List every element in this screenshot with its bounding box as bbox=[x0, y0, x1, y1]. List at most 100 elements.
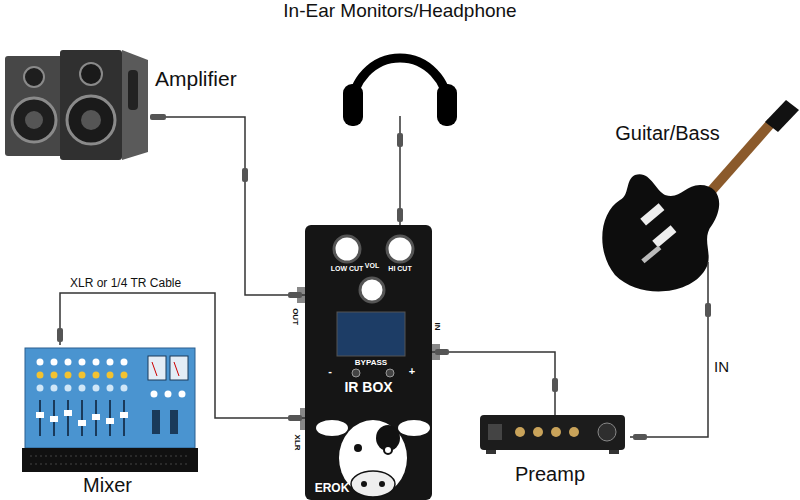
cow-eye bbox=[354, 444, 362, 452]
button bbox=[352, 369, 360, 377]
cow-nostril bbox=[379, 481, 385, 487]
preamp-body bbox=[480, 415, 625, 450]
tweeter bbox=[80, 63, 102, 85]
panel-label: LOW CUT bbox=[325, 265, 369, 273]
panel-label: BYPASS bbox=[346, 358, 396, 367]
woofer bbox=[12, 98, 56, 142]
cable-plug bbox=[705, 303, 711, 317]
cable-wire bbox=[399, 116, 401, 130]
cable-plug bbox=[288, 415, 302, 421]
level-meter bbox=[170, 356, 188, 380]
mixer-body bbox=[25, 348, 195, 448]
cable-wire bbox=[707, 262, 709, 300]
cable-wire bbox=[554, 395, 556, 415]
panel-label: OUT bbox=[290, 305, 299, 329]
preamp-volume bbox=[598, 423, 616, 441]
cow-ear bbox=[398, 420, 430, 436]
device-node: Guitar/Bass bbox=[590, 95, 800, 300]
mixer-knob-row bbox=[37, 372, 128, 379]
cow-muzzle bbox=[351, 471, 395, 497]
meter-needles bbox=[152, 362, 179, 376]
cable-plug bbox=[552, 378, 558, 392]
bass-port bbox=[128, 70, 138, 110]
headband bbox=[352, 58, 448, 108]
mixer-illustration bbox=[22, 348, 198, 472]
cable-label: IN bbox=[714, 358, 744, 375]
device-node: In-Ear Monitors/Headphone bbox=[260, 0, 540, 130]
guitar-body bbox=[602, 174, 719, 291]
master-fader bbox=[152, 410, 160, 434]
pickup bbox=[640, 203, 664, 225]
mixer-base-grid bbox=[30, 456, 190, 464]
device-node: Amplifier bbox=[0, 45, 280, 165]
master-fader bbox=[170, 410, 178, 434]
cable-connector bbox=[630, 300, 708, 437]
panel-label: - bbox=[323, 365, 337, 378]
cable-plug bbox=[633, 434, 647, 440]
speaker-cabinet bbox=[5, 56, 63, 156]
pedal-body bbox=[305, 225, 432, 500]
speaker-cabinet bbox=[60, 50, 122, 160]
level-meter bbox=[148, 356, 166, 380]
panel-label: + bbox=[405, 365, 419, 378]
preamp-foot bbox=[609, 450, 619, 454]
cable-plug bbox=[242, 168, 248, 182]
woofer-cap bbox=[25, 111, 43, 129]
speaker-side bbox=[122, 50, 148, 160]
device-node: Mixer bbox=[20, 345, 200, 500]
fader-caps bbox=[36, 410, 128, 426]
pedal-name: IR BOX bbox=[305, 379, 432, 395]
cable-plug bbox=[288, 292, 302, 298]
preamp-knob bbox=[515, 427, 525, 437]
bridge bbox=[641, 245, 661, 263]
preamp-foot bbox=[486, 450, 496, 454]
mixer-base bbox=[22, 448, 198, 472]
cable-connector bbox=[432, 352, 555, 395]
knob bbox=[334, 236, 360, 262]
mixer-knob-row bbox=[37, 359, 128, 366]
cable-plug bbox=[435, 349, 449, 355]
knob bbox=[387, 236, 413, 262]
preamp-knob bbox=[569, 427, 579, 437]
panel-label: VOL bbox=[360, 262, 384, 270]
cow-nostril bbox=[361, 481, 367, 487]
device-label: Guitar/Bass bbox=[600, 122, 735, 145]
cow-ear bbox=[316, 420, 348, 436]
panel-label: HI CUT bbox=[385, 265, 415, 273]
cable-connector bbox=[245, 165, 305, 295]
headphone-illustration bbox=[343, 58, 457, 130]
ear-cup bbox=[437, 84, 457, 126]
cable-label: XLR or 1/4 TR Cable bbox=[70, 277, 215, 291]
panel-label: XLR bbox=[292, 431, 301, 455]
cable-plug bbox=[57, 328, 63, 342]
cable-wire bbox=[150, 117, 245, 165]
woofer-cap bbox=[81, 110, 101, 130]
guitar-headstock bbox=[765, 100, 799, 132]
panel-label: IN bbox=[432, 318, 441, 336]
preamp-illustration bbox=[480, 395, 625, 454]
knob bbox=[360, 278, 384, 302]
mixer-knob-row bbox=[37, 385, 128, 392]
device-node: Preamp bbox=[475, 395, 630, 495]
ear-cup bbox=[343, 84, 363, 126]
device-label: Preamp bbox=[505, 463, 595, 486]
cable-plug bbox=[150, 114, 166, 120]
cable-connector bbox=[60, 293, 305, 418]
mixer-knob-row bbox=[151, 391, 186, 398]
preamp-meter bbox=[488, 424, 502, 440]
device-label: Mixer bbox=[65, 474, 150, 497]
device-label: Amplifier bbox=[155, 67, 280, 91]
device-label: In-Ear Monitors/Headphone bbox=[260, 0, 540, 22]
cow-eye bbox=[384, 446, 392, 454]
pedal-illustration bbox=[297, 225, 440, 500]
display-screen bbox=[337, 312, 405, 356]
cable-connector bbox=[399, 130, 401, 225]
cable-plug bbox=[397, 208, 403, 222]
button bbox=[386, 369, 394, 377]
tweeter bbox=[24, 67, 44, 87]
